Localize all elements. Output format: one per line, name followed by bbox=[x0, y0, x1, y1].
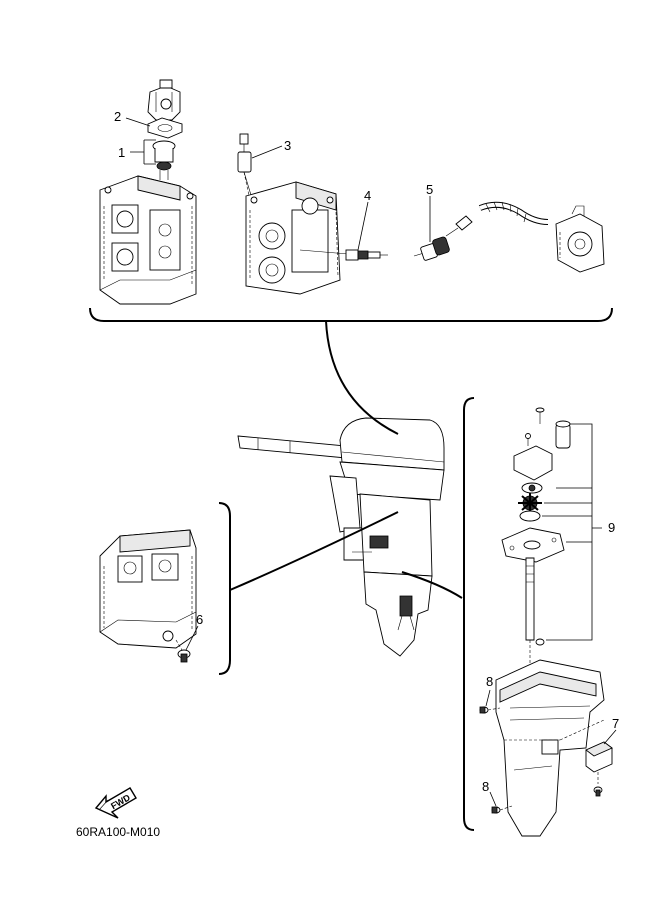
leader-left-group bbox=[229, 511, 399, 591]
leader-part-8-lower bbox=[489, 791, 497, 807]
callout-2: 2 bbox=[114, 109, 121, 124]
leader-part-3 bbox=[251, 145, 283, 159]
callout-6: 6 bbox=[196, 612, 203, 627]
leader-part-9 bbox=[542, 423, 602, 641]
leader-part-7 bbox=[603, 729, 617, 745]
lower-gearcase bbox=[495, 659, 605, 837]
callout-3: 3 bbox=[284, 138, 291, 153]
callout-8-lower: 8 bbox=[482, 779, 489, 794]
callout-9: 9 bbox=[608, 520, 615, 535]
o-ring bbox=[519, 510, 541, 522]
right-group-bracket bbox=[463, 397, 475, 831]
leader-part-4 bbox=[357, 201, 369, 251]
bolt-part-6 bbox=[175, 639, 191, 663]
leader-part-6 bbox=[185, 625, 199, 651]
spark-plug-part-4 bbox=[299, 249, 388, 261]
callout-5: 5 bbox=[426, 182, 433, 197]
outboard-motor bbox=[237, 417, 445, 657]
impeller bbox=[521, 482, 543, 494]
anode-part-7 bbox=[559, 719, 613, 797]
water-pump-housing bbox=[513, 407, 571, 481]
fuel-hose bbox=[455, 201, 549, 231]
drive-shaft bbox=[525, 557, 545, 680]
gasket-part-2 bbox=[147, 117, 183, 139]
diagram-code: 60RA100-M010 bbox=[76, 825, 160, 839]
leader-part-2 bbox=[125, 117, 151, 127]
impeller-blades bbox=[518, 493, 542, 513]
left-group-bracket bbox=[218, 502, 231, 675]
callout-8-upper: 8 bbox=[486, 674, 493, 689]
callout-1: 1 bbox=[118, 145, 125, 160]
leader-part-8-upper bbox=[485, 689, 491, 707]
callout-4: 4 bbox=[364, 188, 371, 203]
cylinder-head bbox=[245, 181, 341, 295]
fuel-filter-part-5 bbox=[413, 227, 459, 261]
forward-direction-arrow: FWD bbox=[94, 787, 137, 819]
leader-top-group bbox=[325, 320, 399, 435]
leader-right-group bbox=[401, 571, 463, 599]
thermostat-cover bbox=[147, 79, 181, 121]
callout-7: 7 bbox=[612, 716, 619, 731]
thermostat-part-1 bbox=[152, 140, 176, 180]
leader-part-1 bbox=[130, 139, 156, 165]
top-group-bracket bbox=[89, 307, 613, 322]
upper-casing bbox=[99, 529, 197, 649]
outer-plate bbox=[501, 527, 565, 563]
fuel-pump bbox=[555, 205, 605, 273]
bolt-part-8-upper bbox=[479, 706, 501, 714]
cylinder-block bbox=[99, 175, 197, 305]
bolt-part-8-lower bbox=[491, 805, 513, 814]
